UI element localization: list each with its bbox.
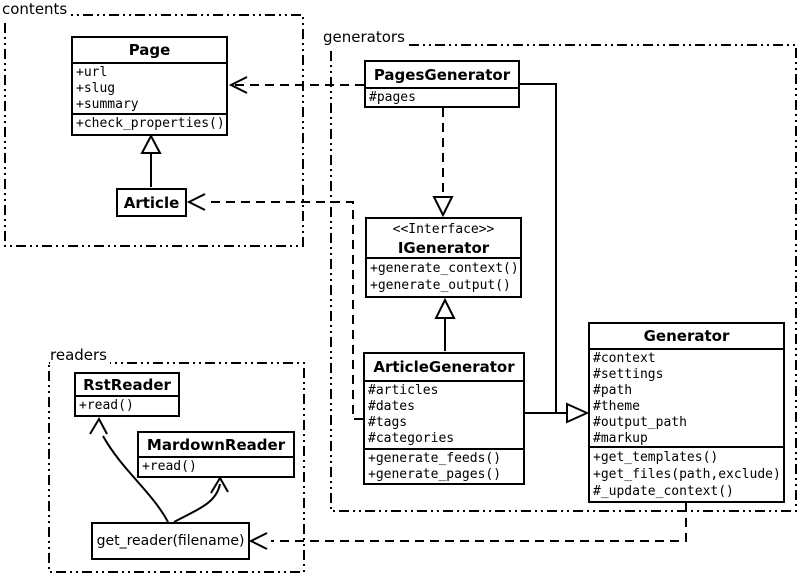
contents-package-border xyxy=(4,14,304,247)
readers-package-border xyxy=(48,362,305,573)
class-rstreader: RstReader +read() xyxy=(74,372,180,417)
class-igenerator-title: IGenerator xyxy=(397,238,490,257)
class-mardownreader-methods: +read() xyxy=(139,456,293,476)
dependency-arrowhead-at-article xyxy=(186,193,206,211)
dependency-arrowhead-at-page xyxy=(228,76,248,94)
attribute: +slug xyxy=(76,81,116,96)
method: +generate_pages() xyxy=(368,467,502,482)
attribute: +url xyxy=(76,65,108,80)
method: +read() xyxy=(79,398,134,413)
method: +generate_output() xyxy=(370,278,511,293)
method: +generate_feeds() xyxy=(368,451,502,466)
arrowhead-at-mardownreader xyxy=(210,476,229,494)
attribute: #theme xyxy=(593,399,640,414)
attribute: #pages xyxy=(369,90,416,105)
class-article: Article xyxy=(116,188,187,217)
method: +read() xyxy=(142,459,197,474)
attribute: #path xyxy=(593,383,633,398)
inheritance-triangle-at-generator xyxy=(566,402,590,424)
class-generator-title: Generator xyxy=(643,327,730,345)
arrowhead-at-rstreader xyxy=(89,416,108,435)
inheritance-line-pagesgenerator-to-generator xyxy=(520,83,567,414)
class-mardownreader-title: MardownReader xyxy=(146,435,286,454)
attribute: #tags xyxy=(368,415,408,430)
class-articlegenerator-methods: +generate_feeds() +generate_pages() xyxy=(365,448,523,483)
class-igenerator-methods: +generate_context() +generate_output() xyxy=(367,257,520,296)
class-mardownreader: MardownReader +read() xyxy=(137,431,295,478)
attribute: #output_path xyxy=(593,415,687,430)
class-page-methods: +check_properties() xyxy=(73,113,226,134)
class-pagesgenerator-title: PagesGenerator xyxy=(373,65,511,84)
realization-triangle-at-igenerator xyxy=(432,196,454,218)
class-articlegenerator: ArticleGenerator #articles #dates #tags … xyxy=(363,352,525,485)
generators-package-border xyxy=(330,44,797,512)
class-generator-attributes: #context #settings #path #theme #output_… xyxy=(590,348,783,446)
method: +get_files(path,exclude) xyxy=(593,467,781,482)
arrow-curve-getreader-to-rstreader xyxy=(102,435,169,523)
attribute: #settings xyxy=(593,367,664,382)
class-page: Page +url +slug +summary +check_properti… xyxy=(71,36,228,136)
arrow-curve-getreader-to-mardownreader xyxy=(173,483,221,523)
dependency-arrowhead-at-getreader xyxy=(248,532,268,550)
package-label-generators: generators xyxy=(323,28,408,47)
method: +check_properties() xyxy=(76,116,225,131)
function-box-get-reader: get_reader(filename) xyxy=(91,522,250,560)
dependency-line-articlegenerator-to-article xyxy=(211,201,363,420)
package-label-contents: contents xyxy=(2,0,71,19)
class-generator: Generator #context #settings #path #them… xyxy=(588,322,785,503)
class-pagesgenerator: PagesGenerator #pages xyxy=(364,60,520,108)
class-articlegenerator-attributes: #articles #dates #tags #categories xyxy=(365,380,523,448)
attribute: +summary xyxy=(76,97,139,112)
class-igenerator-header: <<Interface>> IGenerator xyxy=(367,219,520,257)
class-article-title: Article xyxy=(123,193,180,212)
class-page-attributes: +url +slug +summary xyxy=(73,62,226,113)
class-page-title: Page xyxy=(128,41,171,59)
dependency-line-generator-to-getreader xyxy=(271,503,687,542)
class-rstreader-title: RstReader xyxy=(83,375,171,394)
class-articlegenerator-title: ArticleGenerator xyxy=(373,358,515,376)
method: +get_templates() xyxy=(593,450,719,465)
class-pagesgenerator-attributes: #pages xyxy=(366,87,518,106)
attribute: #dates xyxy=(368,399,415,414)
class-igenerator: <<Interface>> IGenerator +generate_conte… xyxy=(365,217,522,298)
class-rstreader-methods: +read() xyxy=(76,395,178,415)
attribute: #context xyxy=(593,351,656,366)
attribute: #categories xyxy=(368,431,455,446)
method: #_update_context() xyxy=(593,484,734,499)
attribute: #markup xyxy=(593,431,648,446)
attribute: #articles xyxy=(368,383,439,398)
class-igenerator-stereotype: <<Interface>> xyxy=(392,222,495,237)
method: +generate_context() xyxy=(370,261,519,276)
inheritance-triangle-article-to-page xyxy=(140,133,162,154)
package-label-readers: readers xyxy=(50,346,110,365)
class-generator-methods: +get_templates() +get_files(path,exclude… xyxy=(590,446,783,501)
inheritance-triangle-at-igenerator xyxy=(434,297,456,319)
